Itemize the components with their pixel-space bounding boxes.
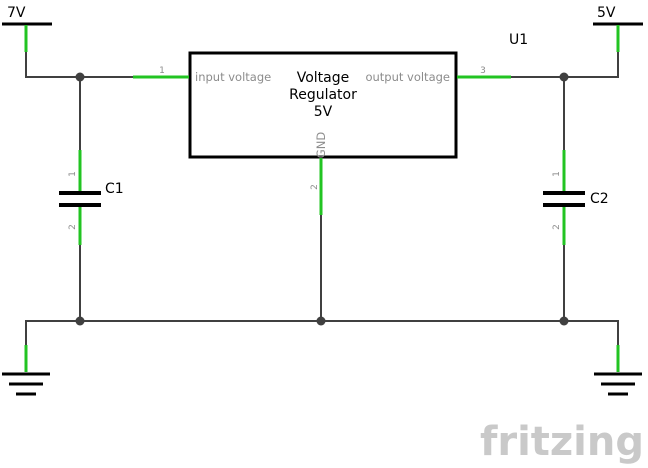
- pin-number-gnd: 2: [310, 184, 320, 190]
- capacitor-reference: C1: [105, 181, 124, 197]
- regulator-name-line2: Regulator: [289, 87, 357, 103]
- capacitor-c2[interactable]: 1 2 C2: [543, 150, 609, 245]
- voltage-regulator[interactable]: Voltage Regulator 5V input voltage outpu…: [133, 32, 528, 215]
- power-symbol-7v[interactable]: 7V: [2, 5, 52, 52]
- pin-number-input: 1: [159, 66, 165, 76]
- regulator-name-line3: 5V: [314, 104, 333, 120]
- regulator-reference: U1: [509, 32, 528, 48]
- rail-label-input: 7V: [7, 5, 26, 21]
- capacitor-pin-number: 2: [68, 224, 78, 230]
- junction-node: [75, 316, 85, 326]
- junction-node: [75, 72, 85, 82]
- capacitor-pin-number: 2: [552, 224, 562, 230]
- pin-number-output: 3: [480, 66, 486, 76]
- fritzing-logo: fritzing: [480, 419, 644, 465]
- capacitor-pin-number: 1: [68, 171, 78, 177]
- pin-label-input: input voltage: [195, 70, 271, 84]
- regulator-body: [188, 51, 458, 159]
- wire-vout: [511, 52, 619, 78]
- junction-node: [316, 316, 326, 326]
- ground-symbol-left[interactable]: [2, 345, 50, 396]
- wire-vin: [25, 52, 133, 78]
- ground-symbol-right[interactable]: [594, 345, 642, 396]
- capacitor-c1[interactable]: 1 2 C1: [59, 150, 124, 245]
- junction-node: [559, 316, 569, 326]
- pin-label-output: output voltage: [365, 70, 450, 84]
- rail-label-output: 5V: [597, 5, 616, 21]
- capacitor-reference: C2: [590, 191, 609, 207]
- regulator-name-line1: Voltage: [297, 70, 350, 86]
- power-symbol-5v[interactable]: 5V: [593, 5, 643, 52]
- capacitor-pin-number: 1: [552, 171, 562, 177]
- junction-node: [559, 72, 569, 82]
- junctions: [75, 72, 569, 326]
- pin-label-gnd: GND: [314, 132, 328, 159]
